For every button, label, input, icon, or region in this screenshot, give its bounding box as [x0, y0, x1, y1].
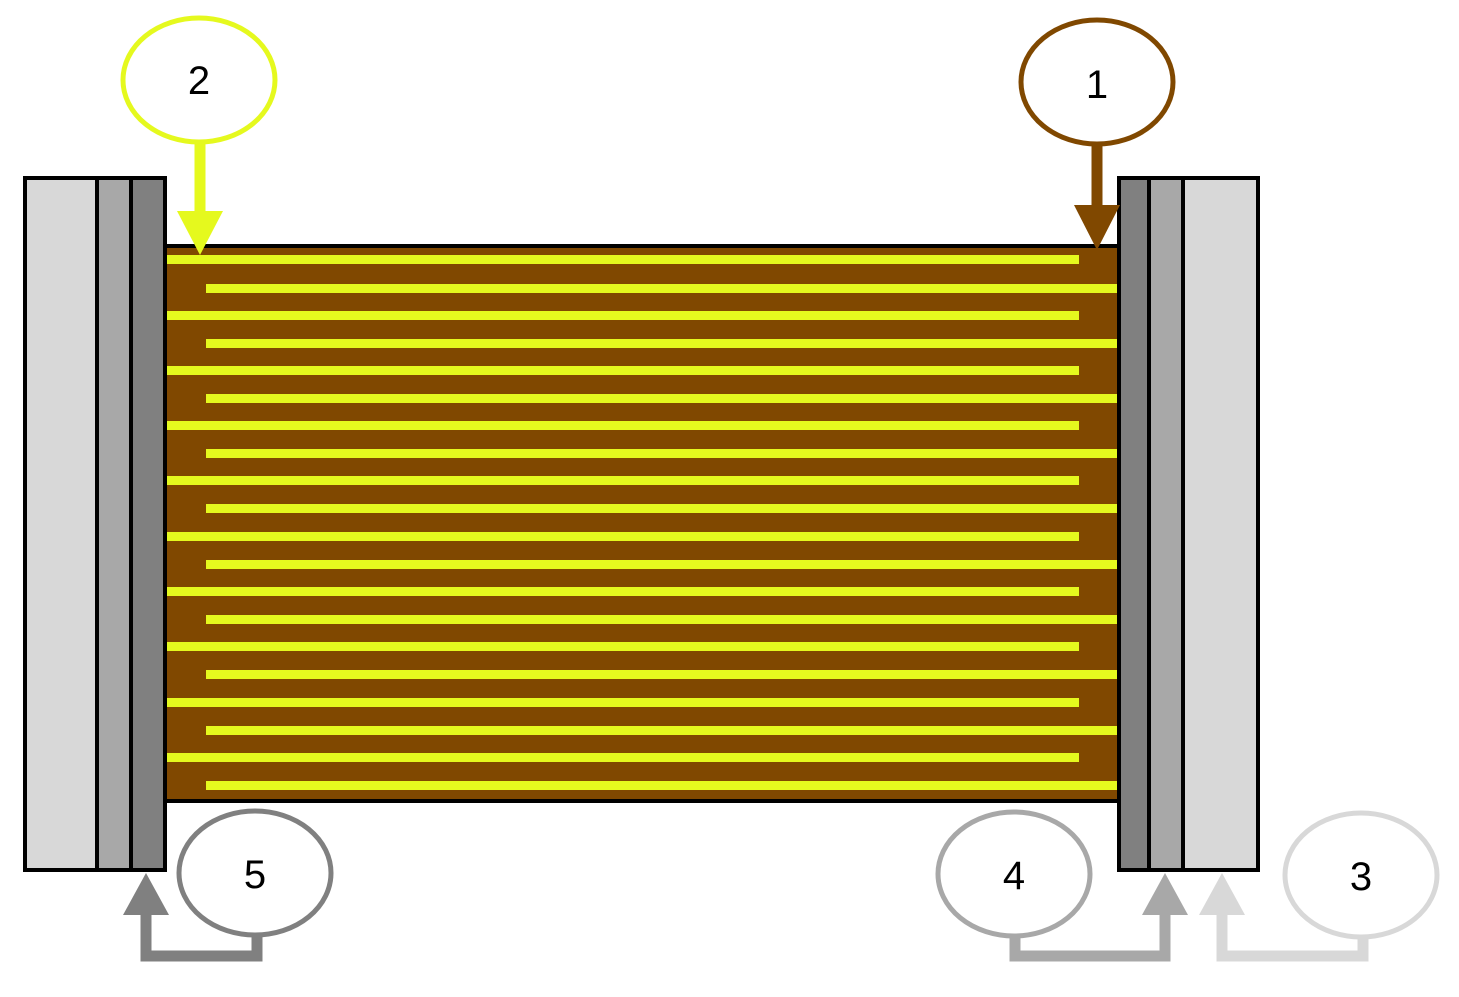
right-plate-stack — [1117, 176, 1260, 872]
callout-2: 2 — [120, 15, 278, 255]
callout-3: 3 — [1199, 810, 1440, 962]
callout-1: 1 — [1018, 17, 1176, 250]
right-outer-plate — [1181, 176, 1260, 872]
finger-right — [206, 449, 1117, 458]
finger-right — [206, 781, 1117, 790]
finger-right — [206, 615, 1117, 624]
callout-4-label: 4 — [1003, 854, 1025, 898]
finger-left — [167, 311, 1079, 320]
callout-1-label: 1 — [1086, 63, 1108, 107]
callout-1-circle — [1018, 17, 1176, 147]
left-plate-stack — [23, 176, 167, 872]
finger-left — [167, 698, 1079, 707]
arrow-up-icon — [1199, 873, 1245, 915]
callout-2-label: 2 — [188, 59, 210, 103]
finger-right — [206, 504, 1117, 513]
finger-left — [167, 476, 1079, 485]
callout-5-circle — [176, 808, 334, 938]
finger-left — [167, 642, 1079, 651]
finger-left — [167, 421, 1079, 430]
finger-right — [206, 339, 1117, 348]
arrow-down-icon — [1074, 205, 1120, 250]
finger-right — [206, 560, 1117, 569]
active-body — [163, 244, 1121, 803]
finger-right — [206, 726, 1117, 735]
finger-left — [167, 753, 1079, 762]
callout-2-circle — [120, 15, 278, 145]
callout-3-label: 3 — [1350, 855, 1372, 899]
arrow-up-icon — [123, 873, 169, 915]
callout-4-circle — [935, 809, 1093, 939]
finger-left — [167, 532, 1079, 541]
callout-3-connector — [1216, 910, 1369, 962]
callout-3-circle — [1282, 810, 1440, 940]
finger-right — [206, 284, 1117, 293]
left-inner-plate — [129, 176, 167, 872]
right-middle-plate — [1147, 176, 1185, 872]
finger-left — [167, 366, 1079, 375]
finger-left — [167, 255, 1079, 264]
callout-5-label: 5 — [244, 853, 266, 897]
finger-right — [206, 394, 1117, 403]
arrow-down-icon — [177, 211, 223, 255]
left-middle-plate — [95, 176, 133, 872]
callout-5-connector — [140, 910, 263, 962]
arrow-up-icon — [1142, 873, 1188, 915]
callout-5: 5 — [123, 808, 334, 962]
interdigitated-fingers — [167, 255, 1117, 790]
callout-4: 4 — [935, 809, 1188, 962]
left-outer-plate — [23, 176, 99, 872]
finger-right — [206, 670, 1117, 679]
right-inner-plate — [1117, 176, 1151, 872]
finger-left — [167, 587, 1079, 596]
callout-4-connector — [1009, 910, 1171, 962]
